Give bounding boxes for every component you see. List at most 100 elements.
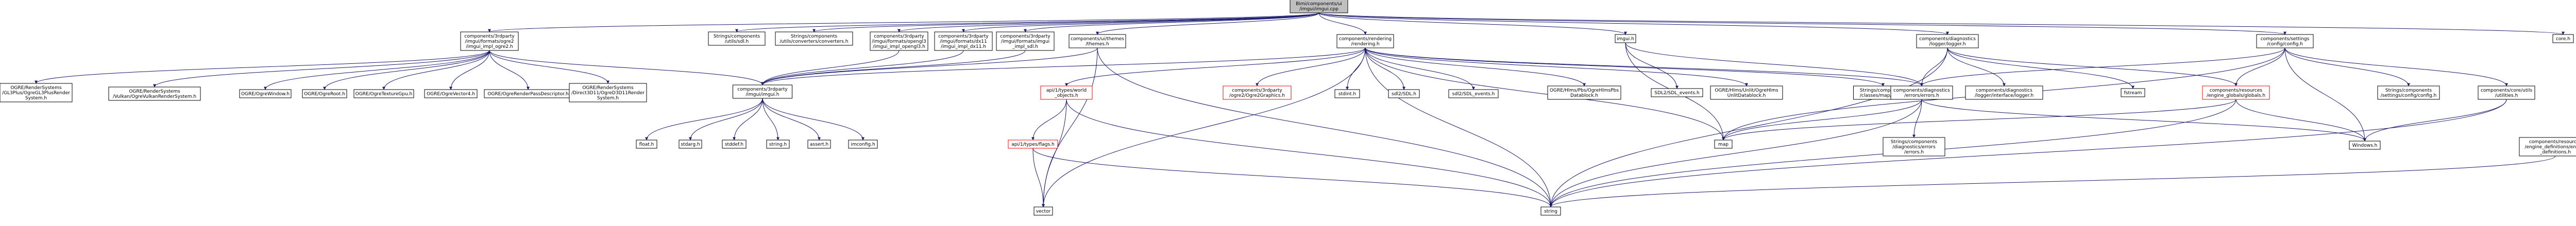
node-fstream[interactable]: fstream bbox=[2121, 88, 2145, 97]
node-impl_sdl[interactable]: components/3rdparty/imgui/formats/imgui_… bbox=[996, 31, 1055, 51]
node-box[interactable] bbox=[722, 140, 747, 149]
node-box[interactable] bbox=[733, 84, 792, 99]
node-box[interactable] bbox=[1540, 206, 1561, 216]
node-box[interactable] bbox=[1916, 34, 1979, 48]
node-box[interactable] bbox=[2552, 34, 2574, 43]
node-box[interactable] bbox=[353, 89, 414, 98]
node-box[interactable] bbox=[1040, 85, 1093, 100]
node-box[interactable] bbox=[1710, 85, 1783, 100]
node-float_h[interactable]: float.h bbox=[636, 140, 657, 149]
node-box[interactable] bbox=[807, 140, 831, 149]
node-themes[interactable]: components/ui/themes/themes.h bbox=[1069, 34, 1126, 48]
node-settings_config[interactable]: Strings/components/settings/config/confi… bbox=[2377, 85, 2440, 100]
node-box[interactable] bbox=[870, 31, 928, 51]
node-stdarg[interactable]: stdarg.h bbox=[679, 140, 702, 149]
node-root[interactable]: Bimi/components/ui/imgui/imgui.cpp bbox=[1290, 0, 1348, 13]
node-sdl2sdl[interactable]: sdl2/SDL.h bbox=[1388, 89, 1420, 98]
node-box[interactable] bbox=[1223, 85, 1292, 100]
node-map[interactable]: map bbox=[1714, 140, 1733, 149]
node-vector4[interactable]: OGRE/OgreVector4.h bbox=[424, 89, 478, 98]
node-sdl2_events_b[interactable]: SDL2/SDL_events.h bbox=[1651, 88, 1703, 97]
node-assert_h[interactable]: assert.h bbox=[807, 140, 831, 149]
node-box[interactable] bbox=[1651, 88, 1703, 97]
node-box[interactable] bbox=[239, 89, 292, 98]
node-box[interactable] bbox=[1290, 0, 1348, 13]
node-converters[interactable]: Strings/components/utils/converters/conv… bbox=[775, 31, 853, 46]
node-impl_dx11[interactable]: components/3rdparty/imgui/formats/dx11/i… bbox=[934, 31, 993, 51]
node-box[interactable] bbox=[2349, 141, 2381, 150]
node-stddef[interactable]: stddef.h bbox=[722, 140, 747, 149]
node-ogrewindow[interactable]: OGRE/OgreWindow.h bbox=[239, 89, 292, 98]
node-logger_iface[interactable]: components/diagnostics/logger/interface/… bbox=[1965, 85, 2043, 100]
node-box[interactable] bbox=[934, 31, 993, 51]
node-engine_defs[interactable]: components/resources/engine_definitions/… bbox=[2519, 137, 2576, 157]
node-box[interactable] bbox=[1965, 85, 2043, 100]
node-sdl2events[interactable]: sdl2/SDL_events.h bbox=[1448, 89, 1499, 98]
node-box[interactable] bbox=[775, 31, 853, 46]
node-box[interactable] bbox=[1890, 85, 1953, 100]
node-box[interactable] bbox=[302, 89, 347, 98]
node-string_h[interactable]: string.h bbox=[766, 140, 790, 149]
node-ap_flags[interactable]: api/1/types/flags.h bbox=[1008, 140, 1058, 149]
node-passdesc[interactable]: OGRE/OgreRenderPassDescriptor.h bbox=[484, 89, 572, 98]
node-ogre2_graphics[interactable]: components/3rdparty/ogre2/Ogre2Graphics.… bbox=[1223, 85, 1292, 100]
node-windows_h[interactable]: Windows.h bbox=[2349, 141, 2381, 150]
edge-ogre2-to-ogreroot bbox=[323, 50, 490, 90]
node-box[interactable] bbox=[2478, 85, 2535, 100]
node-ogreroot[interactable]: OGRE/OgreRoot.h bbox=[302, 89, 347, 98]
node-box[interactable] bbox=[1448, 89, 1499, 98]
node-box[interactable] bbox=[2121, 88, 2145, 97]
node-impl_opengl3[interactable]: components/3rdparty/imgui/formats/opengl… bbox=[870, 31, 928, 51]
node-box[interactable] bbox=[2377, 85, 2440, 100]
node-box[interactable] bbox=[848, 140, 878, 149]
node-box[interactable] bbox=[636, 140, 657, 149]
node-box[interactable] bbox=[1334, 89, 1360, 98]
node-stdint[interactable]: stdint.h bbox=[1334, 89, 1360, 98]
node-ogre2[interactable]: components/3rdparty/imgui/formats/ogre2/… bbox=[460, 31, 519, 51]
node-vector[interactable]: vector bbox=[1033, 206, 1053, 216]
node-box[interactable] bbox=[708, 31, 766, 46]
node-imgui_imgui[interactable]: components/3rdparty/imgui/imgui.h bbox=[733, 84, 792, 99]
node-box[interactable] bbox=[1388, 89, 1420, 98]
node-logger[interactable]: components/diagnostics/logger/logger.h bbox=[1916, 34, 1979, 48]
node-box[interactable] bbox=[1714, 140, 1733, 149]
edge-engine_defs-to-string bbox=[1549, 155, 2556, 207]
node-box[interactable] bbox=[424, 89, 478, 98]
node-label: /logger/interface/logger.h bbox=[1975, 93, 2033, 98]
node-sdl_h[interactable]: Strings/components/utils/sdl.h bbox=[708, 31, 766, 46]
node-core[interactable]: core.h bbox=[2552, 34, 2574, 43]
node-vulkan[interactable]: OGRE/RenderSystems/Vulkan/OgreVulkanRend… bbox=[108, 86, 201, 101]
node-rendering[interactable]: components/rendering/rendering.h bbox=[1336, 34, 1394, 48]
node-box[interactable] bbox=[569, 83, 647, 102]
node-gl3plus[interactable]: OGRE/RenderSystems/GL3Plus/OgreGL3PlusRe… bbox=[0, 83, 73, 102]
node-box[interactable] bbox=[0, 83, 73, 102]
node-box[interactable] bbox=[2202, 85, 2270, 100]
node-utilities[interactable]: components/core/utils/utilities.h bbox=[2478, 85, 2535, 100]
node-config[interactable]: components/settings/config/config.h bbox=[2256, 34, 2314, 48]
node-string[interactable]: string bbox=[1540, 206, 1561, 216]
node-box[interactable] bbox=[2519, 137, 2576, 157]
node-box[interactable] bbox=[1008, 140, 1058, 149]
node-box[interactable] bbox=[1615, 34, 1636, 43]
node-ap_objects[interactable]: api/1/types/world_objects.h bbox=[1040, 85, 1093, 100]
node-box[interactable] bbox=[1547, 85, 1621, 100]
node-texturegpu[interactable]: OGRE/OgreTextureGpu.h bbox=[353, 89, 414, 98]
node-box[interactable] bbox=[1069, 34, 1126, 48]
node-box[interactable] bbox=[996, 31, 1055, 51]
node-box[interactable] bbox=[460, 31, 519, 51]
node-box[interactable] bbox=[679, 140, 702, 149]
node-d3d11[interactable]: OGRE/RenderSystems/Direct3D11/OgreD3D11R… bbox=[569, 83, 647, 102]
node-errors_h[interactable]: components/diagnostics/errors/errors.h bbox=[1890, 85, 1953, 100]
node-box[interactable] bbox=[2256, 34, 2314, 48]
node-box[interactable] bbox=[1033, 206, 1053, 216]
node-imgui_h[interactable]: imgui.h bbox=[1615, 34, 1636, 43]
node-diag_errors[interactable]: Strings/components/diagnostics/errors/er… bbox=[1883, 137, 1945, 157]
node-box[interactable] bbox=[766, 140, 790, 149]
node-box[interactable] bbox=[1336, 34, 1394, 48]
node-imconfig[interactable]: imconfig.h bbox=[848, 140, 878, 149]
node-box[interactable] bbox=[108, 86, 201, 101]
node-globals[interactable]: components/resources/engine_globals/glob… bbox=[2202, 85, 2270, 100]
node-box[interactable] bbox=[1883, 137, 1945, 157]
